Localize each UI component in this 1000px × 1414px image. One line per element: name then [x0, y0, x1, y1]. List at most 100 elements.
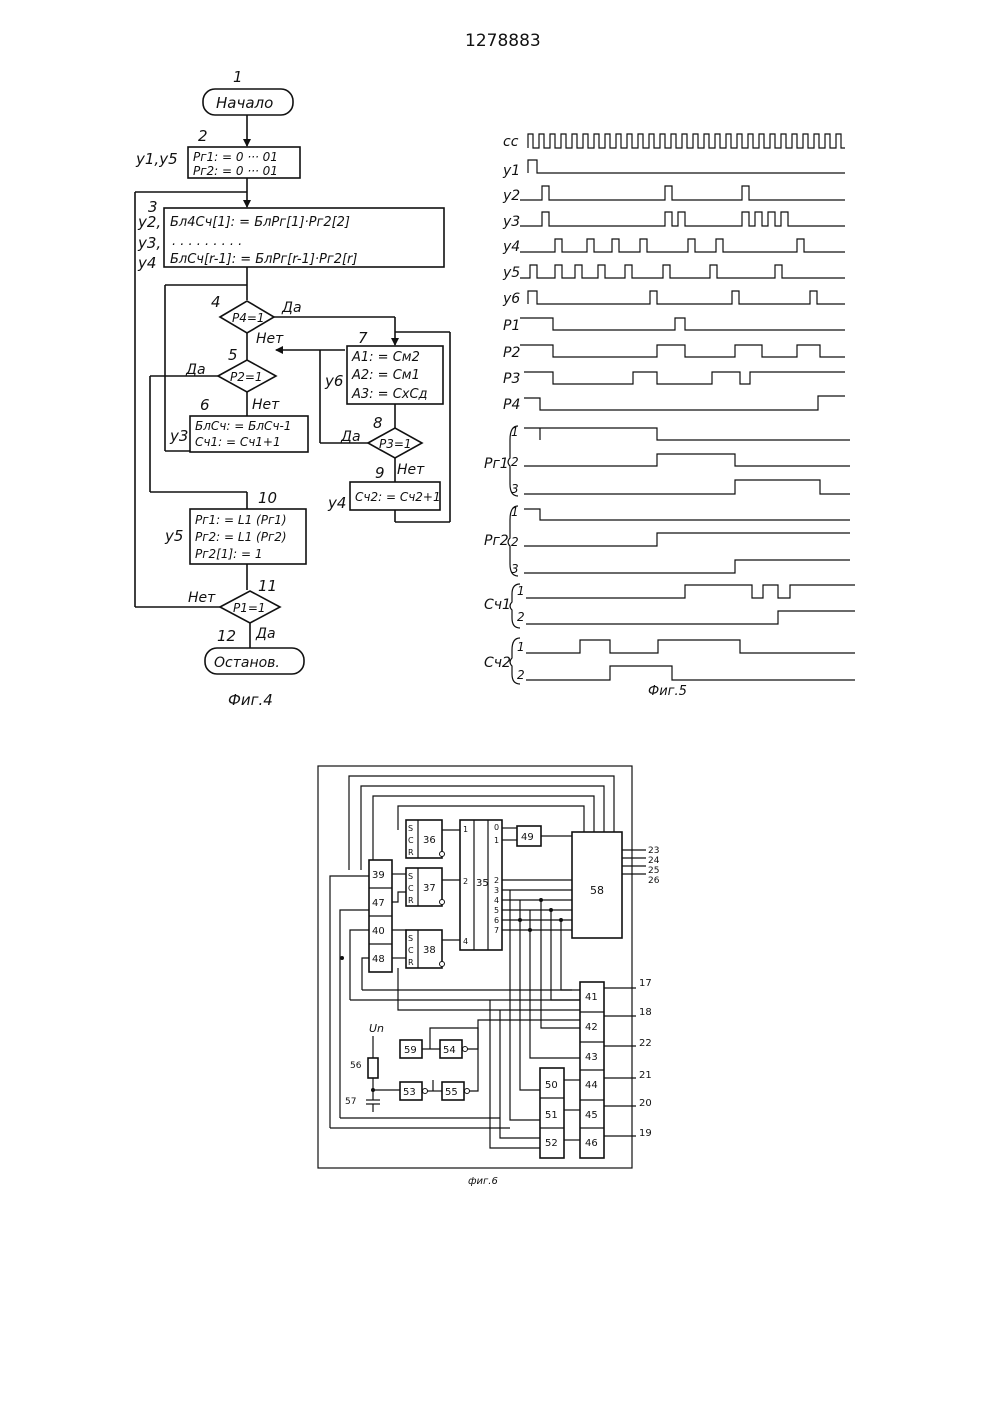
decision4-yes: Да — [281, 300, 302, 316]
block10-number: 10 — [258, 489, 277, 507]
decoder-35-output-6: 6 — [494, 916, 499, 925]
supply-label: Un — [369, 1022, 384, 1035]
output-21: 21 — [639, 1070, 652, 1081]
output-26: 26 — [648, 876, 660, 886]
trigger-37-label: 37 — [423, 883, 436, 894]
gate-42-label: 42 — [585, 1022, 598, 1033]
decision4-no: Нет — [256, 331, 284, 347]
start-block-number: 1 — [233, 68, 243, 86]
waveform-y1 — [528, 160, 845, 173]
waveform-rg1-2 — [524, 454, 850, 466]
waveform-y6 — [528, 291, 845, 304]
rg2-bit2: 2 — [511, 535, 519, 549]
output-25: 25 — [648, 866, 659, 876]
signal-label-y6: y6 — [502, 291, 520, 307]
block7-number: 7 — [358, 329, 368, 347]
block-59-label: 59 — [404, 1045, 417, 1056]
output-22: 22 — [639, 1038, 652, 1049]
decision5-number: 5 — [228, 346, 238, 364]
decoder-35-output-2: 2 — [494, 876, 499, 885]
gate-51-label: 51 — [545, 1110, 558, 1121]
trigger-38-label: 38 — [423, 945, 436, 956]
waveform-y5 — [520, 265, 845, 278]
block6-line1: БлСч: = БлСч-1 — [195, 419, 291, 433]
signal-label-y3: y3 — [502, 214, 520, 230]
gate-52-label: 52 — [545, 1138, 558, 1149]
block10-signals: y5 — [164, 527, 183, 545]
block3-line2: . . . . . . . . . — [172, 234, 242, 249]
signal-label-cc: cc — [503, 134, 519, 150]
resistor-56-label: 56 — [350, 1061, 362, 1071]
decision5-text: P2=1 — [230, 370, 263, 384]
gate-43-label: 43 — [585, 1052, 598, 1063]
decision4-number: 4 — [211, 293, 221, 311]
output-18: 18 — [639, 1007, 652, 1018]
signal-label-y1: y1 — [502, 163, 520, 179]
waveform-rg2-2 — [524, 533, 850, 546]
signal-label-p4: P4 — [503, 397, 520, 413]
waveform-rg1-3 — [524, 480, 850, 494]
capacitor-57-label: 57 — [345, 1097, 356, 1107]
waveform-sch2-1 — [526, 640, 855, 653]
block-49-label: 49 — [521, 832, 534, 843]
gate-48-label: 48 — [372, 954, 385, 965]
decoder-35-label: 35 — [476, 878, 489, 889]
gate-50-label: 50 — [545, 1080, 558, 1091]
waveform-rg1-1 — [524, 428, 850, 440]
gate-41-label: 41 — [585, 992, 598, 1003]
decoder-35-input-4: 4 — [463, 937, 468, 946]
block10-line2: Рг2: = L1 (Рг2) — [195, 530, 287, 544]
sch1-bit1: 1 — [517, 584, 525, 598]
block10-line3: Рг2[1]: = 1 — [195, 547, 263, 561]
waveform-p2 — [520, 345, 845, 357]
decision4-text: P4=1 — [232, 311, 265, 325]
gate-45-label: 45 — [585, 1110, 598, 1121]
trigger-37-pin-c: C — [408, 884, 414, 893]
decision5-no: Нет — [252, 397, 280, 413]
gate-46-label: 46 — [585, 1138, 598, 1149]
waveform-p3 — [524, 372, 845, 384]
fig6-circuit: S C R 36 S C R 37 S C R 38 1 2 4 35 0 1 … — [318, 766, 660, 1187]
decoder-35-output-3: 3 — [494, 886, 499, 895]
output-20: 20 — [639, 1098, 652, 1109]
output-19: 19 — [639, 1128, 652, 1139]
block-54-label: 54 — [443, 1045, 456, 1056]
block-58-label: 58 — [590, 884, 604, 897]
decision8-no: Нет — [397, 462, 425, 478]
group-label-rg1: Рг1 — [484, 456, 509, 472]
trigger-38-pin-c: C — [408, 946, 414, 955]
block3-line1: Бл4Сч[1]: = БлРг[1]·Рг2[2] — [170, 215, 350, 230]
block9-number: 9 — [375, 464, 385, 482]
rg1-bit2: 2 — [511, 455, 519, 469]
decision11-no: Нет — [188, 590, 216, 606]
decision8-text: P3=1 — [379, 437, 412, 451]
block-53-label: 53 — [403, 1087, 416, 1098]
waveform-p1 — [520, 318, 845, 330]
signal-label-p2: P2 — [503, 345, 520, 361]
waveform-y4 — [520, 239, 845, 252]
trigger-36-pin-s: S — [408, 824, 413, 833]
block6-number: 6 — [200, 396, 210, 414]
waveform-cc — [528, 134, 845, 148]
block9-line1: Сч2: = Сч2+1 — [355, 490, 441, 504]
fig4-caption: Фиг.4 — [228, 691, 273, 709]
fig5-timing-diagram: cc y1 y2 y3 y4 y5 y6 P1 P2 P3 P4 Рг1 — [484, 134, 855, 699]
block7-line2: A2: = См1 — [351, 368, 420, 383]
fig6-caption: фиг.6 — [468, 1176, 498, 1187]
group-label-sch1: Сч1 — [484, 597, 511, 613]
signal-label-p1: P1 — [503, 318, 520, 334]
block9-signals: y4 — [327, 494, 346, 512]
waveform-p4 — [524, 396, 845, 410]
waveform-y2 — [520, 186, 845, 200]
output-17: 17 — [639, 978, 652, 989]
block3-line3: БлСч[r-1]: = БлРг[r-1]·Рг2[r] — [170, 252, 357, 267]
block2-number: 2 — [198, 127, 208, 145]
block2-line1: Рг1: = 0 ··· 01 — [193, 150, 278, 164]
stop-block-text: Останов. — [214, 655, 280, 671]
trigger-37-pin-r: R — [408, 896, 414, 905]
page-number: 1278883 — [465, 31, 541, 51]
signal-label-y5: y5 — [502, 265, 520, 281]
waveform-sch1-1 — [526, 585, 855, 598]
block3-signal-y4: y4 — [137, 254, 156, 272]
signal-label-y4: y4 — [502, 239, 520, 255]
